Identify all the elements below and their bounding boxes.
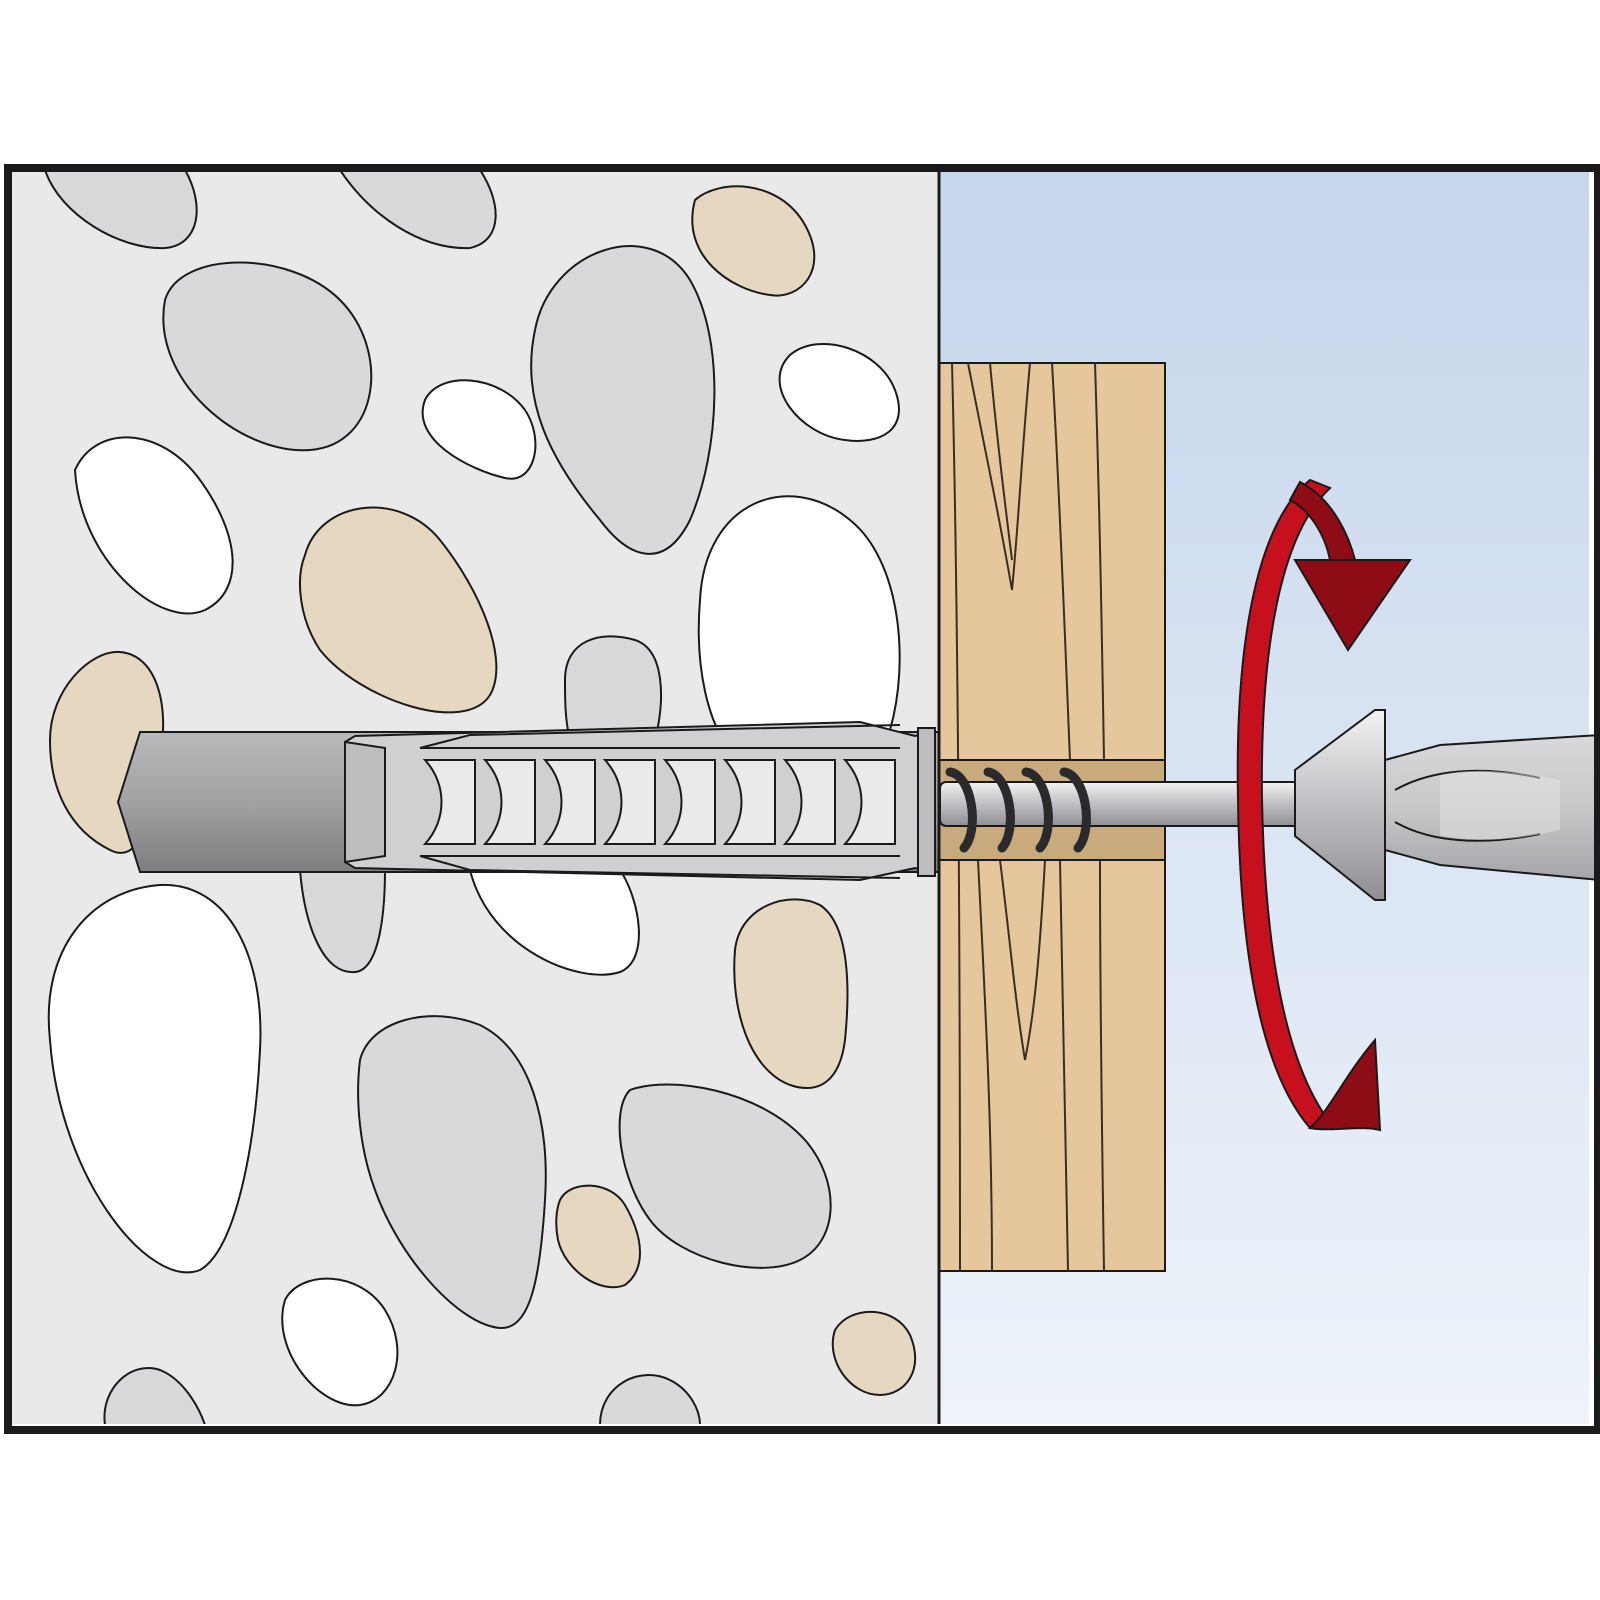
plug-tip [344,740,386,864]
plug-rib [842,759,896,845]
pebble [103,1367,206,1424]
pebble [281,1277,399,1407]
pebble [162,261,373,452]
pebble [831,1310,917,1397]
screw [939,709,1386,901]
plug-rib [542,759,596,845]
screw-head [1294,709,1386,901]
pebble [47,883,262,1274]
thread-turn [1059,767,1091,853]
wood-grain [951,363,1105,1271]
outer-frame [4,164,1600,1434]
plug-expansion-ribs [422,759,896,845]
pebble [44,172,198,250]
screw-thread [945,767,1091,853]
thread-turn [1021,767,1053,853]
plug-rib [782,759,836,845]
pebble [691,185,816,297]
pebble [421,379,537,480]
pebble [733,898,849,1089]
plug-rib [422,759,476,845]
pebble-group [44,172,917,1424]
thread-turn [945,767,977,853]
plug-rib [662,759,716,845]
pebble [299,506,498,714]
plug-collar [917,727,936,877]
pebble [618,1083,832,1269]
pebble [599,1374,701,1424]
pebble [555,1184,641,1289]
plug-rib [602,759,656,845]
screwdriver-bit [1384,733,1600,882]
plug-rib [482,759,536,845]
pebble [73,436,234,615]
thread-turn [983,767,1015,853]
pebble [778,342,900,442]
clockwise-rotation-arrow-icon [1236,478,1412,1132]
pebble [298,869,387,974]
plug-rib [722,759,776,845]
pebble [357,1015,547,1330]
pebble [340,172,497,250]
pebble [530,245,716,555]
pebble [468,869,640,976]
pebble [563,635,662,741]
wall-plug [344,720,936,882]
